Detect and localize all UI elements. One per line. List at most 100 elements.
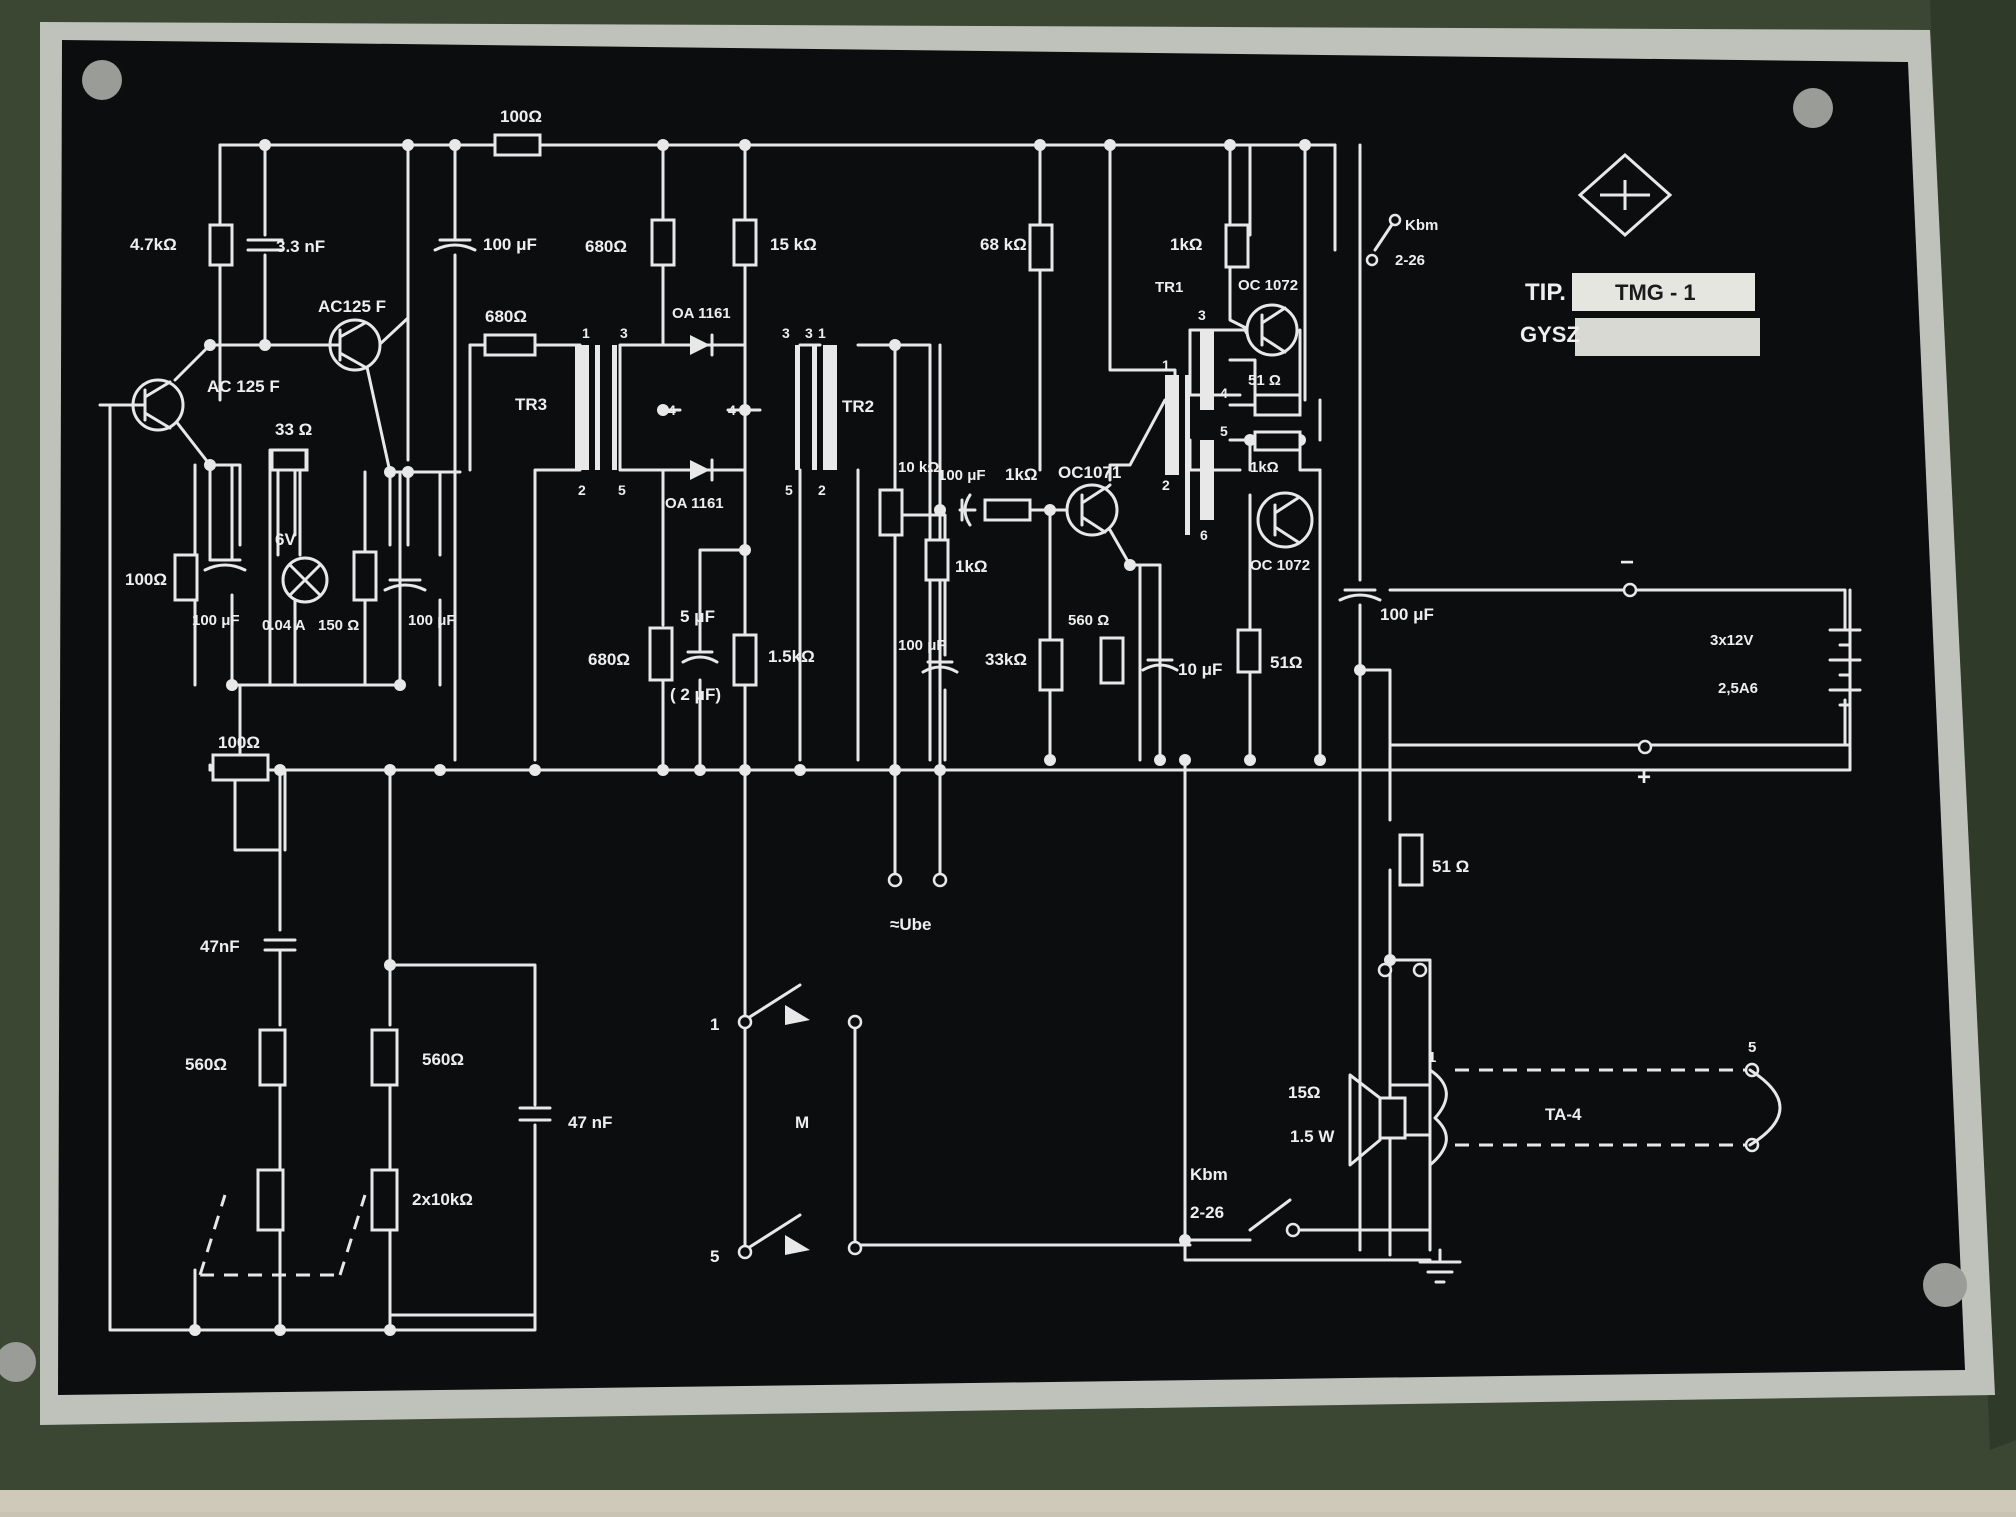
label-c-10u: 10 μF — [1178, 660, 1222, 679]
label-oa1161-bot: OA 1161 — [665, 495, 724, 512]
label-c-100u-a: 100 μF — [483, 235, 537, 254]
label-c-2u: ( 2 μF) — [670, 685, 721, 704]
tip-label: TIP. — [1525, 279, 1566, 306]
pin-tr3-3: 3 — [620, 325, 628, 341]
label-oc1072-a: OC 1072 — [1238, 277, 1298, 294]
label-c-100u-d: 100 μF — [938, 467, 986, 484]
label-pot-2x10k: 2x10kΩ — [412, 1190, 473, 1209]
label-r-33: 33 Ω — [275, 420, 312, 439]
screw-bottom-right — [1923, 1263, 1967, 1307]
battery — [1828, 628, 1862, 707]
label-minus: − — [1620, 549, 1634, 576]
label-r-560-a: 560Ω — [185, 1055, 227, 1074]
label-r-1k-d: 1kΩ — [1250, 459, 1279, 476]
pin-tr1-6: 6 — [1200, 527, 1208, 543]
label-tr3: TR3 — [515, 395, 547, 414]
label-lamp-a: 0.04 A — [262, 617, 306, 634]
case-edge — [1930, 0, 2016, 1450]
label-r-51-a: 51 Ω — [1248, 372, 1281, 389]
pin-tr2-4: 4 — [728, 402, 736, 418]
tip-box — [1572, 273, 1755, 311]
screw-top-left — [82, 60, 122, 100]
label-ta-5: 5 — [1748, 1039, 1756, 1056]
mechanical-links — [198, 1020, 1750, 1277]
label-r-51-c: 51 Ω — [1432, 857, 1469, 876]
label-tr1: TR1 — [1155, 279, 1183, 296]
nameplate — [1572, 273, 1760, 356]
label-c-100u-c: 100 μF — [408, 612, 456, 629]
label-r-1k-c: 1kΩ — [1170, 235, 1203, 254]
pin-tr1-5: 5 — [1220, 423, 1228, 439]
label-r-100-left: 100Ω — [125, 570, 167, 589]
label-r-680-c: 680Ω — [588, 650, 630, 669]
label-r-150: 150 Ω — [318, 617, 359, 634]
label-r-1k-b: 1kΩ — [955, 557, 988, 576]
label-pot-100: 100Ω — [218, 733, 260, 752]
switches — [743, 213, 1402, 1255]
manufacturer-logo — [1577, 152, 1673, 238]
pin-tr1-4: 4 — [1220, 385, 1228, 401]
ground-symbol — [1418, 1248, 1462, 1284]
pin-tr3-1: 1 — [582, 325, 590, 341]
label-r-15k: 15 kΩ — [770, 235, 817, 254]
label-ube: ≈Ube — [890, 915, 931, 934]
gysz-box — [1575, 318, 1760, 356]
label-oa1161-top: OA 1161 — [672, 305, 731, 322]
screw-top-right — [1793, 88, 1833, 128]
label-r-33k: 33kΩ — [985, 650, 1027, 669]
label-sw-m: M — [795, 1113, 809, 1132]
labels: TIP. TMG - 1 GYSZ 100Ω 4.7kΩ 3.3 nF 100 … — [125, 107, 1758, 1266]
junction-dots — [189, 139, 1396, 1336]
label-r-680-a: 680Ω — [585, 237, 627, 256]
label-ta4: TA-4 — [1545, 1105, 1582, 1124]
pin-tr2-2: 2 — [818, 482, 826, 498]
label-r-100-top: 100Ω — [500, 107, 542, 126]
label-spk-ohm: 15Ω — [1288, 1083, 1321, 1102]
label-c-100u-f: 100 μF — [1380, 605, 1434, 624]
label-oc1072-b: OC 1072 — [1250, 557, 1310, 574]
label-c-100u-e: 100 μF — [898, 637, 946, 654]
label-c-100u-b: 100 μF — [192, 612, 240, 629]
label-r-1k5: 1.5kΩ — [768, 647, 815, 666]
label-battery-fuse: 2,5A6 — [1718, 680, 1758, 697]
label-r-680-b: 680Ω — [485, 307, 527, 326]
label-spk-w: 1.5 W — [1290, 1127, 1335, 1146]
label-r-560-b: 560Ω — [422, 1050, 464, 1069]
label-c-5u: 5 μF — [680, 607, 715, 626]
pin-tr1-3: 3 — [1198, 307, 1206, 323]
label-kbm-top-num: 2-26 — [1395, 252, 1425, 269]
label-c-47n-a: 47nF — [200, 937, 240, 956]
label-c-3n3: 3.3 nF — [276, 237, 325, 256]
label-r-4k7: 4.7kΩ — [130, 235, 177, 254]
gysz-label: GYSZ — [1520, 322, 1580, 347]
label-c-47n-b: 47 nF — [568, 1113, 612, 1132]
label-oc1071: OC1071 — [1058, 463, 1121, 482]
pin-tr2-1: 1 — [818, 325, 826, 341]
label-r-560: 560 Ω — [1068, 612, 1109, 629]
label-kbm-top: Kbm — [1405, 217, 1438, 234]
label-ta-1: 1 — [1428, 1049, 1436, 1066]
terminals — [737, 582, 1760, 1260]
label-r-1k-a: 1kΩ — [1005, 465, 1038, 484]
speaker — [1348, 1068, 1782, 1167]
label-kbm-bot: Kbm — [1190, 1165, 1228, 1184]
label-r-10k: 10 kΩ — [898, 459, 939, 476]
screw-bottom-left — [0, 1342, 36, 1382]
pin-tr2-3b: 3 — [805, 325, 813, 341]
pin-tr3-5: 5 — [618, 482, 626, 498]
label-ac125f-b: AC 125 F — [207, 377, 280, 396]
lamp-6v — [270, 448, 329, 604]
label-battery-v: 3x12V — [1710, 632, 1753, 649]
label-ac125f-a: AC125 F — [318, 297, 386, 316]
pin-tr2-5: 5 — [785, 482, 793, 498]
label-sw-5: 5 — [710, 1247, 719, 1266]
pin-tr1-2: 2 — [1162, 477, 1170, 493]
label-r-68k: 68 kΩ — [980, 235, 1027, 254]
transformers — [575, 330, 1214, 535]
pin-tr3-4: 4 — [668, 402, 676, 418]
label-r-51-b: 51Ω — [1270, 653, 1303, 672]
label-plus: + — [1637, 764, 1651, 791]
pin-tr2-3: 3 — [782, 325, 790, 341]
